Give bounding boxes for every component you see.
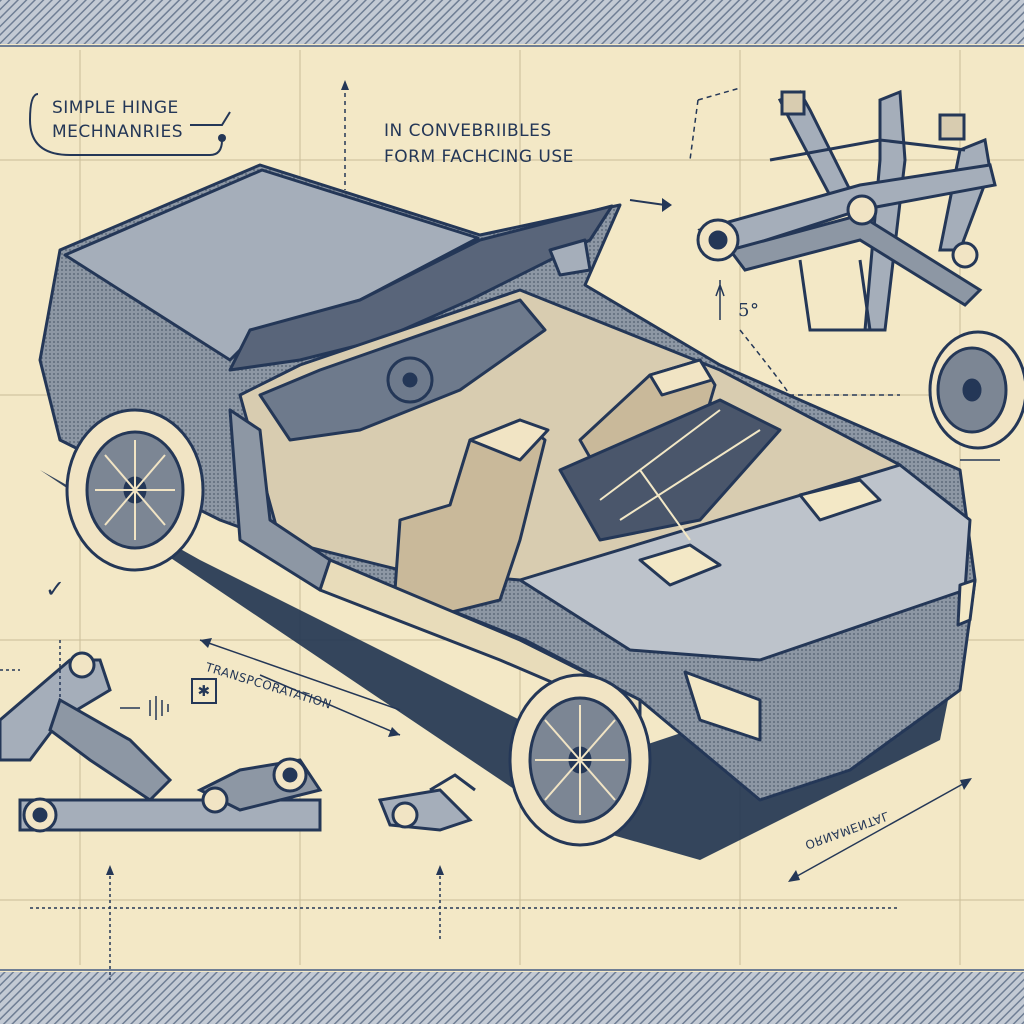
transport-dimension: [199, 639, 401, 736]
detached-wheel: [928, 330, 1024, 450]
title-line-2: MECHNANRIES: [52, 122, 183, 142]
check-marker-icon: ✓: [45, 575, 66, 603]
ornamental-dimension: [789, 779, 971, 881]
bottom-border: [0, 972, 1024, 1024]
dimension-label: 5°: [738, 300, 760, 321]
car-wheels: [65, 408, 652, 847]
title-line-1: SIMPLE HINGE: [52, 98, 179, 118]
hinge-linkage-lower: [0, 651, 476, 833]
subtitle-label: IN CONVEBRIIBLES FORM FACHCING USE: [384, 118, 574, 170]
hinge-mechanism-exploded: [696, 89, 997, 332]
star-marker-icon: ✱: [191, 678, 217, 704]
title-label: SIMPLE HINGE MECHNANRIES: [52, 96, 183, 144]
title-callout: [28, 93, 223, 156]
subtitle-line-1: IN CONVEBRIIBLES: [384, 121, 552, 141]
linkage-guide-lines: [0, 640, 900, 980]
pointer-arrow: [629, 199, 666, 206]
subtitle-line-2: FORM FACHCING USE: [384, 147, 574, 167]
convertible-car: [38, 163, 977, 860]
top-border: [0, 0, 1024, 44]
